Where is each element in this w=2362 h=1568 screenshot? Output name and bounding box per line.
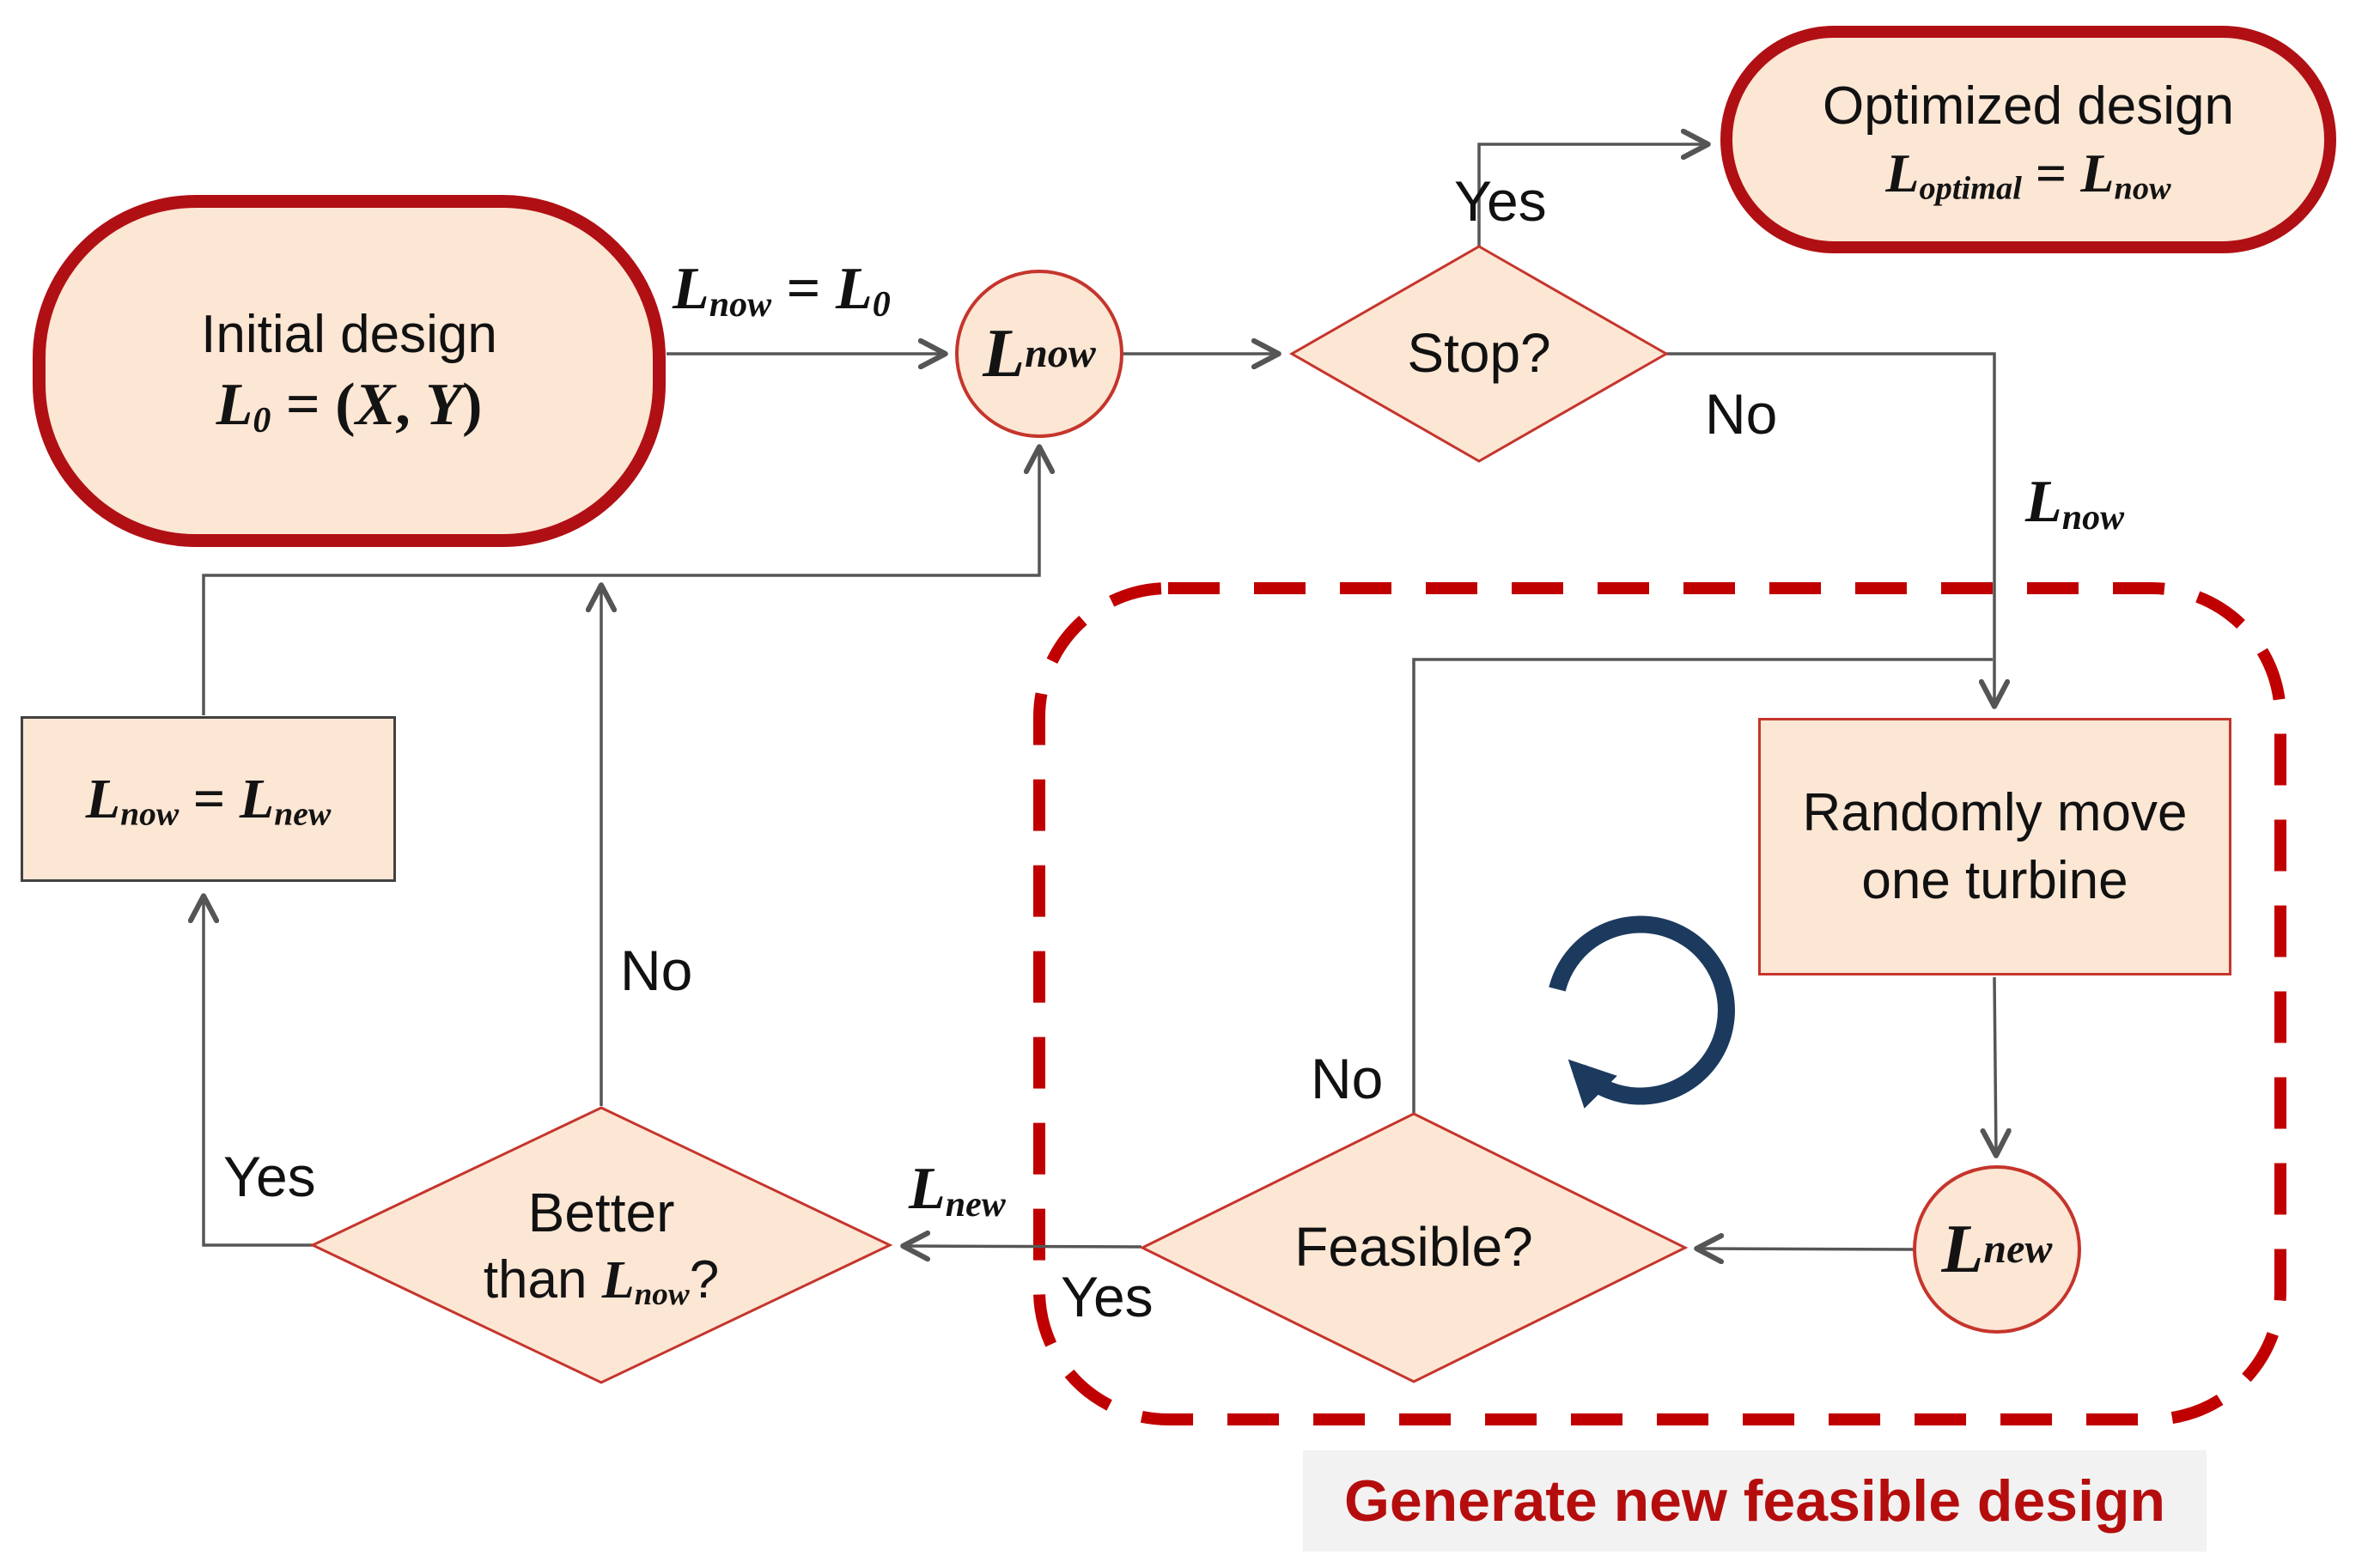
stop-diamond-shape [1288, 245, 1670, 463]
optimized-design-title: Optimized design [1822, 76, 2235, 137]
edge-stop-yes-to-optimized [1477, 144, 1708, 246]
generate-region-dashed-border [1033, 582, 2286, 1425]
better-diamond-label: Better than Lnow? [412, 1142, 790, 1348]
edge-label-lnow-right: Lnow [2025, 469, 2125, 538]
feasible-diamond-shape [1139, 1112, 1689, 1383]
lnow-circle-shape [955, 270, 1123, 438]
better-line1: Better [527, 1182, 675, 1244]
generate-banner: Generate new feasible design [1303, 1450, 2207, 1552]
edge-stop-no-to-randomly-move [1666, 352, 1994, 706]
initial-design-formula: L0 = (X, Y) [216, 371, 483, 441]
edge-feasible-yes-to-better [904, 1246, 1142, 1247]
edge-label-yes-better: Yes [223, 1145, 316, 1208]
better-line2: than Lnow? [483, 1250, 720, 1313]
edge-better-yes-to-assign [204, 896, 313, 1247]
edge-label-yes-stop: Yes [1454, 169, 1547, 233]
edge-label-lnew: Lnew [909, 1156, 1006, 1225]
initial-design-title: Initial design [201, 305, 497, 365]
optimized-design-formula: Loptimal = Lnow [1885, 142, 2171, 207]
optimized-design-node: Optimized design Loptimal = Lnow [1720, 26, 2336, 253]
assign-lnow-lnew-node: Lnow = Lnew [21, 716, 396, 882]
edge-label-yes-feasible: Yes [1061, 1265, 1154, 1328]
edge-feasible-no-loop [1412, 658, 1993, 1113]
initial-design-node: Initial design L0 = (X, Y) [33, 195, 666, 547]
randomly-move-line2: one turbine [1861, 851, 2128, 910]
edge-label-no-better: No [620, 939, 693, 1002]
edge-randomly-move-to-lnew [1994, 976, 1996, 1155]
randomly-move-line1: Randomly move [1802, 782, 2188, 842]
lnew-circle-shape [1913, 1165, 2081, 1334]
feasible-diamond-label: Feasible? [1294, 1216, 1533, 1279]
stop-diamond-label: Stop? [1407, 322, 1551, 385]
edge-label-no-feasible: No [1311, 1047, 1384, 1110]
loop-arrow-icon [1549, 915, 1735, 1109]
assign-box-formula: Lnow = Lnew [85, 767, 332, 833]
edge-label-no-stop: No [1705, 382, 1778, 446]
randomly-move-node: Randomly move one turbine [1758, 718, 2231, 975]
edge-label-assign: Lnow = L0 [673, 256, 891, 325]
edge-assign-to-lnow [202, 447, 1039, 715]
better-diamond-shape [309, 1106, 893, 1384]
